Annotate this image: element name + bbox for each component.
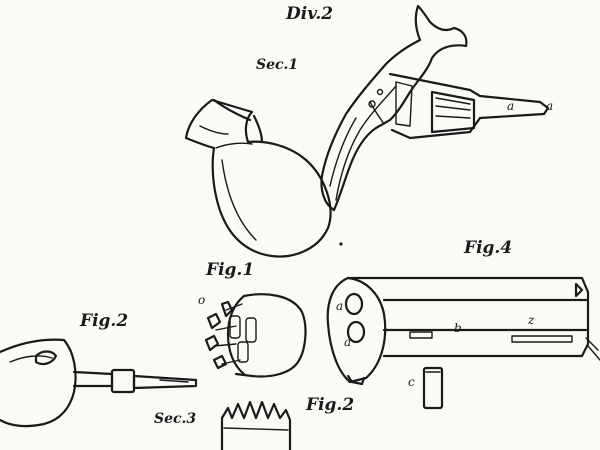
figure-1-label: Fig.1 — [206, 260, 255, 280]
letter-o: o — [198, 293, 206, 307]
revolver-barrel-drawing — [388, 72, 550, 140]
part-c-drawing — [422, 366, 444, 410]
frame-assembly-drawing — [326, 276, 600, 386]
ink-dot — [339, 242, 343, 246]
letter-a-frame-2: a — [344, 335, 352, 349]
section-1-label: Sec.1 — [256, 57, 299, 73]
letter-a-barrel-1: a — [507, 99, 515, 113]
letter-z: z — [528, 313, 535, 327]
figure-4-label: Fig.4 — [464, 238, 513, 258]
letter-b: b — [454, 321, 462, 335]
holster-pouch-drawing — [184, 98, 332, 258]
ratchet-drawing — [220, 400, 292, 450]
letter-a-barrel-2: a — [546, 99, 554, 113]
cylinder-pin-drawing — [0, 338, 198, 428]
letter-a-frame-1: a — [336, 299, 344, 313]
section-3-label: Sec.3 — [154, 411, 197, 427]
division-label: Div.2 — [286, 4, 334, 24]
figure-2-label: Fig.2 — [80, 311, 129, 331]
revolver-grip-drawing — [320, 4, 468, 212]
figure-2-lower-label: Fig.2 — [306, 395, 355, 415]
letter-c: c — [408, 375, 415, 389]
cylinder-drawing — [204, 293, 307, 378]
